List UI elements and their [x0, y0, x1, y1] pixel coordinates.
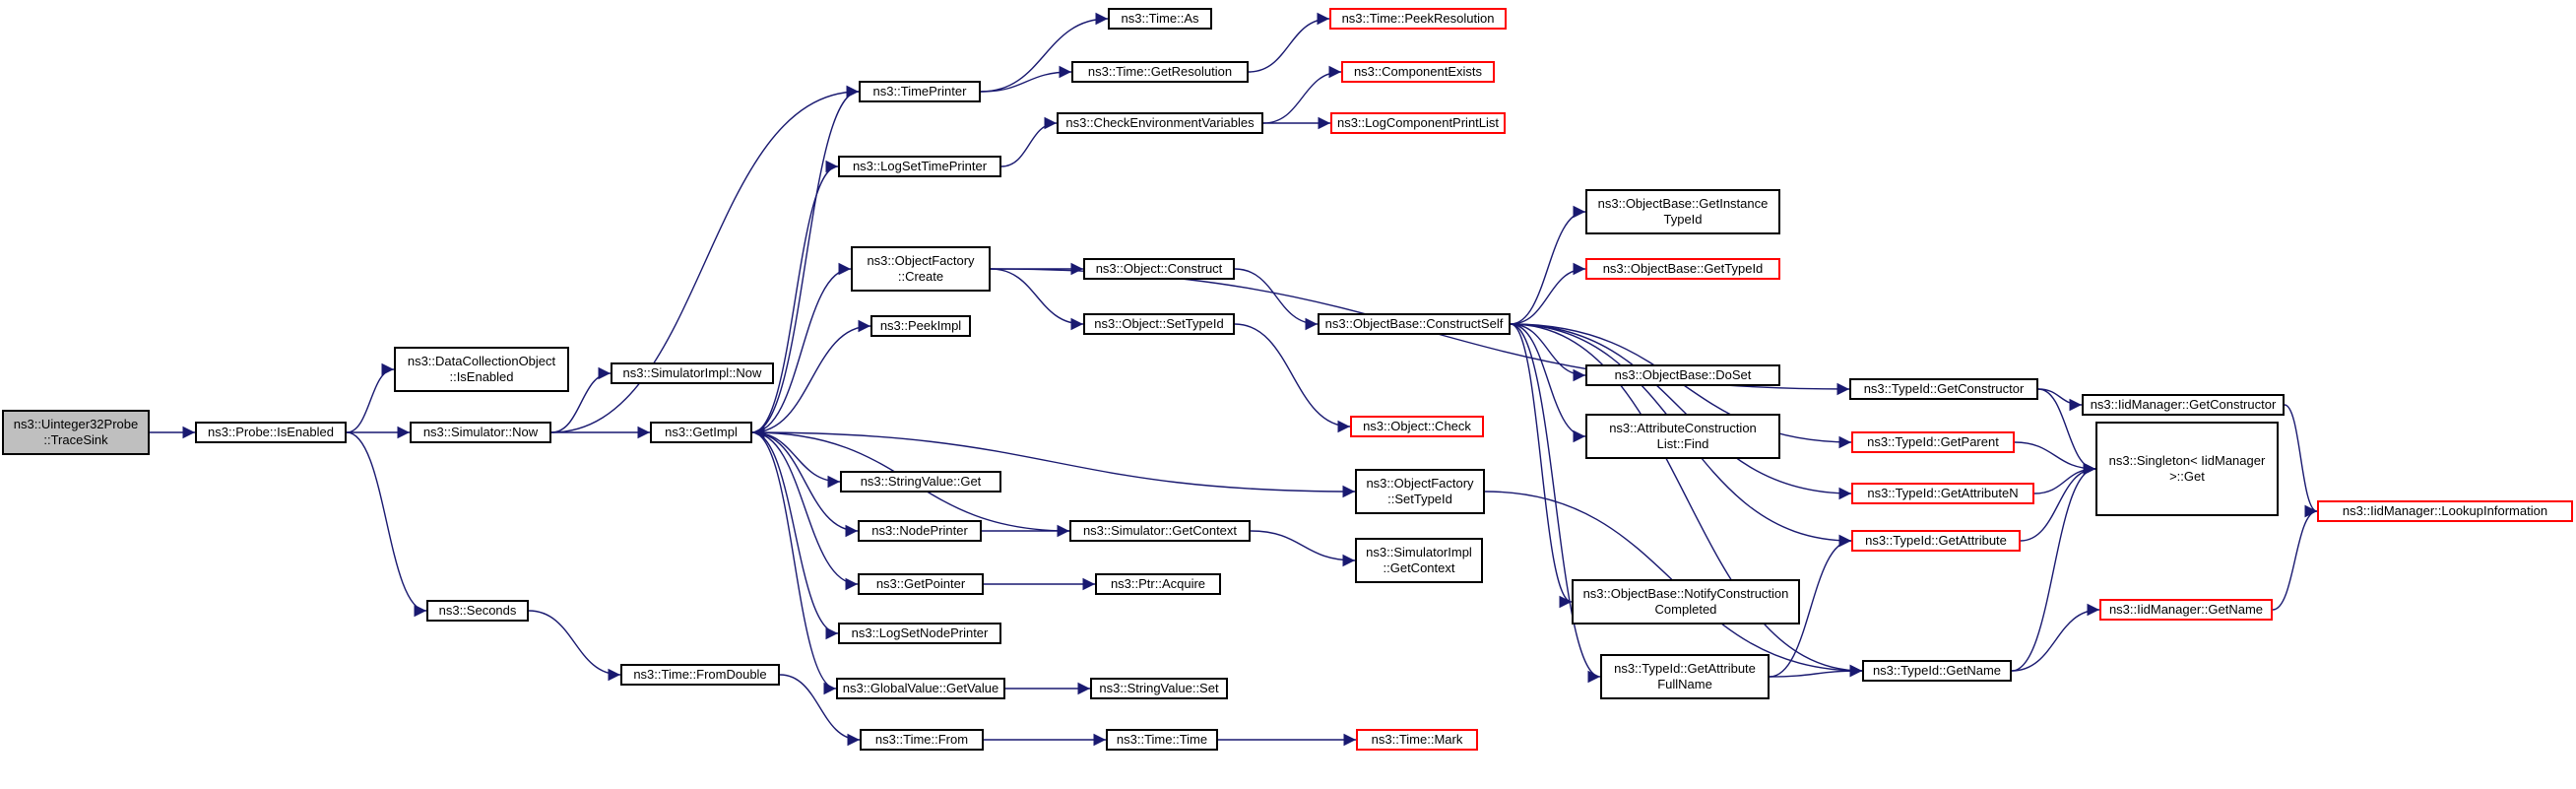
edge-n40-to-n45: [1769, 664, 1863, 678]
edge-n30-to-n36: [1510, 262, 1586, 325]
node-ns3-objectbase-notifyconstruction-completed[interactable]: ns3::ObjectBase::NotifyConstruction Comp…: [1572, 579, 1800, 625]
node-ns3-logsetnodeprinter[interactable]: ns3::LogSetNodePrinter: [838, 623, 1001, 644]
node-ns3-typeid-getconstructor[interactable]: ns3::TypeId::GetConstructor: [1849, 378, 2038, 400]
node-ns3-time-from[interactable]: ns3::Time::From: [860, 729, 984, 751]
edge-n3-to-n5: [550, 366, 612, 433]
node-ns3-nodeprinter[interactable]: ns3::NodePrinter: [858, 520, 982, 542]
edge-n40-to-n44: [1769, 534, 1852, 678]
edge-n3-to-n8: [550, 85, 860, 433]
node-ns3-simulator-now[interactable]: ns3::Simulator::Now: [410, 422, 551, 443]
edge-n8-to-n19: [980, 65, 1072, 93]
edge-n6-to-n10: [751, 262, 852, 433]
node-ns3-typeid-getparent[interactable]: ns3::TypeId::GetParent: [1851, 431, 2015, 453]
node-ns3-getimpl[interactable]: ns3::GetImpl: [650, 422, 752, 443]
edge-n42-to-n47: [2014, 441, 2096, 476]
node-ns3-objectbase-gettypeid[interactable]: ns3::ObjectBase::GetTypeId: [1585, 258, 1780, 280]
node-ns3-objectfactory-create[interactable]: ns3::ObjectFactory ::Create: [851, 246, 991, 292]
node-ns3-typeid-getname[interactable]: ns3::TypeId::GetName: [1862, 660, 2012, 682]
node-ns3-time-time[interactable]: ns3::Time::Time: [1106, 729, 1218, 751]
edge-n6-to-n16: [751, 431, 837, 695]
node-ns3-checkenvironmentvariables[interactable]: ns3::CheckEnvironmentVariables: [1057, 112, 1263, 134]
node-ns3-object-check[interactable]: ns3::Object::Check: [1350, 416, 1484, 437]
edge-n4-to-n7: [528, 610, 621, 682]
node-ns3-getpointer[interactable]: ns3::GetPointer: [858, 573, 984, 595]
node-ns3-iidmanager-lookupinformation[interactable]: ns3::IidManager::LookupInformation: [2317, 500, 2573, 522]
edge-n30-to-n40: [1510, 323, 1601, 684]
edge-n44-to-n47: [2020, 462, 2096, 542]
node-ns3-logsettimeprinter[interactable]: ns3::LogSetTimePrinter: [838, 156, 1001, 177]
node-ns3-object-construct[interactable]: ns3::Object::Construct: [1083, 258, 1235, 280]
node-ns3-time-as[interactable]: ns3::Time::As: [1108, 8, 1212, 30]
node-ns3-time-getresolution[interactable]: ns3::Time::GetResolution: [1071, 61, 1249, 83]
node-ns3-ptr-acquire[interactable]: ns3::Ptr::Acquire: [1095, 573, 1221, 595]
node-ns3-typeid-getattributen[interactable]: ns3::TypeId::GetAttributeN: [1851, 483, 2034, 504]
node-ns3-attributeconstruction-list-find[interactable]: ns3::AttributeConstruction List::Find: [1585, 414, 1780, 459]
node-ns3-stringvalue-set[interactable]: ns3::StringValue::Set: [1090, 678, 1228, 699]
edge-n20-to-n28: [1262, 65, 1342, 124]
edge-n6-to-n11: [751, 319, 871, 433]
node-ns3-simulator-getcontext[interactable]: ns3::Simulator::GetContext: [1069, 520, 1251, 542]
edge-n48-to-n49: [2272, 504, 2318, 611]
node-ns3-logcomponentprintlist[interactable]: ns3::LogComponentPrintList: [1330, 112, 1506, 134]
edge-n41-to-n46: [2037, 388, 2083, 412]
node-ns3-objectfactory-settypeid[interactable]: ns3::ObjectFactory ::SetTypeId: [1355, 469, 1485, 514]
edge-n6-to-n9: [751, 160, 839, 433]
edge-n1-to-n2: [346, 362, 395, 433]
edge-n30-to-n43: [1510, 323, 1852, 500]
edge-n30-to-n38: [1510, 323, 1586, 443]
edge-n1-to-n4: [346, 431, 427, 618]
edge-n6-to-n8: [751, 85, 860, 433]
edge-n45-to-n47: [2011, 462, 2096, 672]
node-ns3-time-peekresolution[interactable]: ns3::Time::PeekResolution: [1329, 8, 1507, 30]
node-ns3-time-fromdouble[interactable]: ns3::Time::FromDouble: [620, 664, 780, 686]
node-ns3-time-mark[interactable]: ns3::Time::Mark: [1356, 729, 1478, 751]
edge-n22-to-n31: [1234, 323, 1351, 433]
node-ns3-typeid-getattribute[interactable]: ns3::TypeId::GetAttribute: [1851, 530, 2021, 552]
node-ns3-object-settypeid[interactable]: ns3::Object::SetTypeId: [1083, 313, 1235, 335]
node-ns3-objectbase-doset[interactable]: ns3::ObjectBase::DoSet: [1585, 364, 1780, 386]
edge-n30-to-n35: [1510, 205, 1586, 325]
node-ns3-probe-isenabled[interactable]: ns3::Probe::IsEnabled: [195, 422, 347, 443]
edge-n8-to-n18: [980, 12, 1109, 93]
edge-n9-to-n20: [1000, 116, 1058, 167]
node-ns3-typeid-getattribute-fullname[interactable]: ns3::TypeId::GetAttribute FullName: [1600, 654, 1770, 699]
edge-n30-to-n39: [1510, 323, 1573, 609]
node-ns3-datacollectionobject-isenabled[interactable]: ns3::DataCollectionObject ::IsEnabled: [394, 347, 569, 392]
node-ns3-singleton-iidmanager-get[interactable]: ns3::Singleton< IidManager >::Get: [2095, 422, 2279, 516]
edge-n6-to-n14: [751, 431, 859, 591]
node-ns3-componentexists[interactable]: ns3::ComponentExists: [1341, 61, 1495, 83]
edge-n6-to-n13: [751, 431, 859, 538]
node-ns3-iidmanager-getname[interactable]: ns3::IidManager::GetName: [2099, 599, 2273, 621]
node-ns3-seconds[interactable]: ns3::Seconds: [426, 600, 529, 622]
edge-n6-to-n32: [751, 431, 1356, 498]
node-ns3-objectbase-constructself[interactable]: ns3::ObjectBase::ConstructSelf: [1318, 313, 1511, 335]
node-ns3-timeprinter[interactable]: ns3::TimePrinter: [859, 81, 981, 102]
edge-n23-to-n33: [1250, 530, 1356, 567]
edge-n30-to-n37: [1510, 323, 1586, 382]
node-ns3-peekimpl[interactable]: ns3::PeekImpl: [870, 315, 971, 337]
node-ns3-iidmanager-getconstructor[interactable]: ns3::IidManager::GetConstructor: [2082, 394, 2285, 416]
edge-n21-to-n30: [1234, 268, 1319, 331]
node-ns3-simulatorimpl-getcontext[interactable]: ns3::SimulatorImpl ::GetContext: [1355, 538, 1483, 583]
node-ns3-stringvalue-get[interactable]: ns3::StringValue::Get: [840, 471, 1001, 493]
node-ns3-globalvalue-getvalue[interactable]: ns3::GlobalValue::GetValue: [836, 678, 1005, 699]
edge-n45-to-n48: [2011, 603, 2100, 672]
node-ns3-simulatorimpl-now[interactable]: ns3::SimulatorImpl::Now: [611, 362, 774, 384]
edge-n6-to-n15: [751, 431, 839, 640]
node-ns3-uinteger32probe-tracesink: ns3::Uinteger32Probe ::TraceSink: [2, 410, 150, 455]
edge-n46-to-n49: [2284, 404, 2318, 518]
node-ns3-objectbase-getinstance-typeid[interactable]: ns3::ObjectBase::GetInstance TypeId: [1585, 189, 1780, 234]
edge-n30-to-n45: [1510, 323, 1863, 678]
edge-n7-to-n17: [779, 674, 861, 747]
edge-n10-to-n22: [990, 268, 1084, 331]
edge-n19-to-n27: [1248, 12, 1330, 73]
